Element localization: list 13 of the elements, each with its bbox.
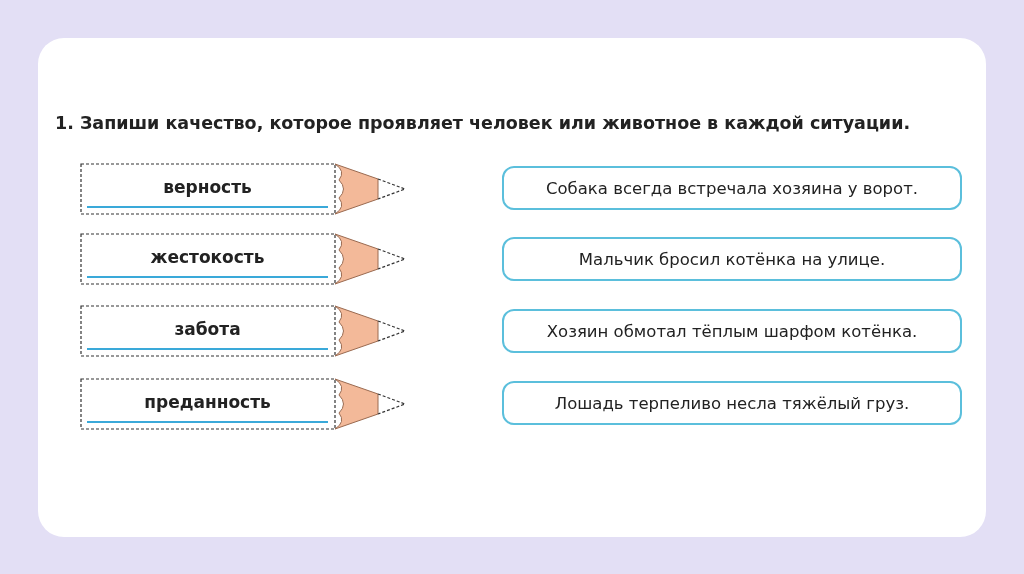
answer-text: жестокость [149, 247, 266, 267]
pencil-shape [80, 163, 405, 215]
answer-text: забота [173, 319, 242, 339]
answer-text: верность [162, 177, 253, 197]
pencil-shape [80, 233, 405, 285]
pencil-shape [80, 305, 405, 357]
task-heading: 1. Запиши качество, которое проявляет человек или животное в каждой ситуации. [55, 113, 911, 133]
situation-box: Лошадь терпеливо несла тяжёлый груз. [502, 381, 962, 425]
situation-box: Хозяин обмотал тёплым шарфом котёнка. [502, 309, 962, 353]
answer-text: преданность [143, 392, 272, 412]
pencil-shape [80, 378, 405, 430]
situation-box: Собака всегда встречала хозяина у ворот. [502, 166, 962, 210]
situation-box: Мальчик бросил котёнка на улице. [502, 237, 962, 281]
